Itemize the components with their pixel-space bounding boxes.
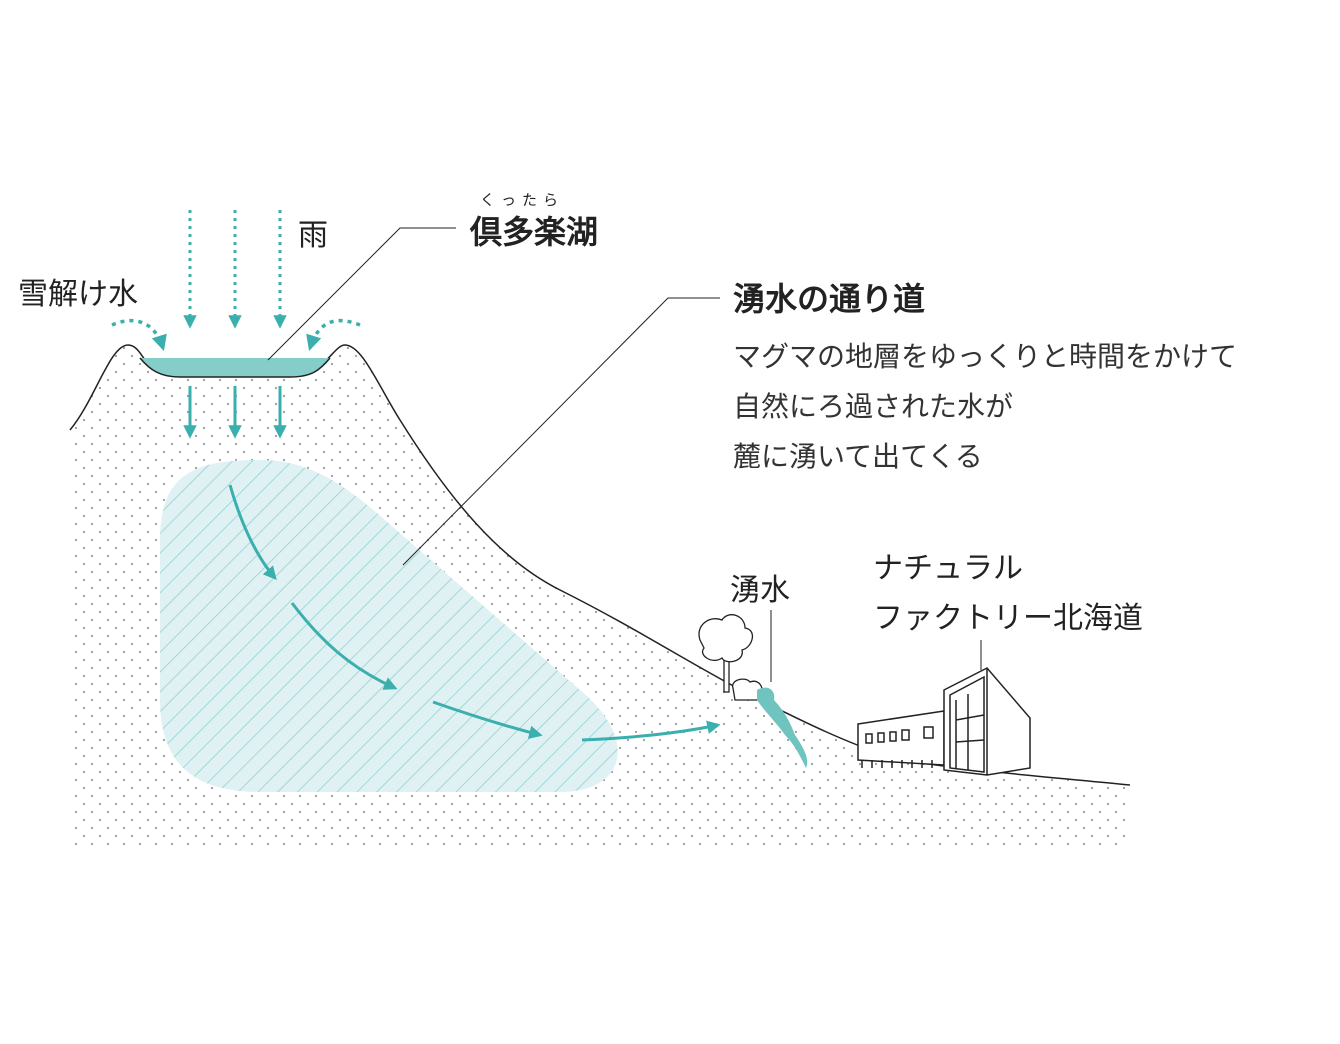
spring-water [757, 687, 808, 768]
snowmelt-label: 雪解け水 [18, 277, 138, 312]
spring-path-desc-2: 自然にろ過された水が [733, 390, 1013, 423]
flow-arrows [228, 484, 721, 742]
aquifer-zone [160, 460, 618, 792]
lake-kuttara [140, 358, 330, 377]
snowmelt-arrows [111, 318, 361, 352]
factory-label-2: ファクトリー北海道 [873, 601, 1143, 636]
infiltration-arrows [183, 386, 287, 439]
spring-path-desc-3: 麓に湧いて出てくる [733, 440, 983, 473]
rain-arrows [183, 210, 287, 329]
lake-name: 倶多楽湖 [469, 213, 598, 251]
factory-building-icon [857, 667, 1031, 776]
spring-path-title: 湧水の通り道 [733, 280, 925, 318]
lake-ruby: くったら [480, 191, 564, 209]
leader-lines [267, 227, 982, 682]
spring-label: 湧水 [730, 573, 790, 608]
spring-path-desc-1: マグマの地層をゆっくりと時間をかけて [733, 340, 1237, 373]
factory-label-1: ナチュラル [873, 551, 1023, 586]
rain-label: 雨 [298, 218, 328, 253]
